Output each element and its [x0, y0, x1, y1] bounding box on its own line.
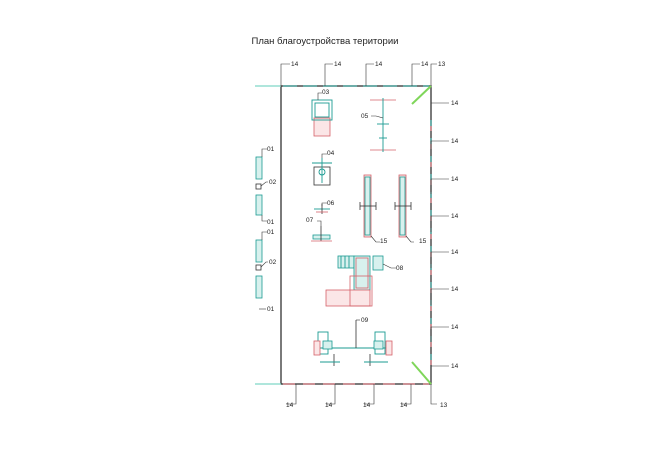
bench-1	[255, 156, 263, 180]
callout-right-7: 14	[451, 324, 459, 331]
callout-right-5: 14	[451, 249, 459, 256]
callout-right-4: 14	[451, 213, 459, 220]
equipment-07: 07	[306, 217, 332, 242]
equipment-09: 09	[313, 317, 393, 366]
callout-03: 03	[322, 89, 330, 96]
callout-01-a: 01	[267, 146, 275, 153]
top-callouts: 14 14 14 14 13	[280, 61, 446, 86]
callout-09: 09	[361, 317, 369, 324]
callout-top-corner: 13	[438, 61, 446, 68]
callout-04: 04	[327, 150, 335, 157]
callout-bottom-4: 14	[400, 402, 408, 409]
callout-bottom-2: 14	[325, 402, 333, 409]
callout-01-b: 01	[267, 219, 275, 226]
callout-top-3: 14	[375, 61, 383, 68]
bin-2	[255, 264, 262, 271]
callout-right-6: 14	[451, 286, 459, 293]
callout-15-a: 15	[380, 238, 388, 245]
bin-1	[255, 183, 262, 190]
callout-01-d: 01	[267, 306, 275, 313]
equipment-03: 03	[311, 89, 333, 137]
swing-15-right: 15	[394, 174, 427, 245]
callout-bottom-corner: 13	[440, 402, 448, 409]
equipment-06: 06	[314, 200, 335, 214]
callout-07: 07	[306, 217, 314, 224]
callout-top-2: 14	[334, 61, 342, 68]
callout-top-1: 14	[291, 61, 299, 68]
callout-bottom-3: 14	[363, 402, 371, 409]
callout-right-8: 14	[451, 363, 459, 370]
play-complex-08: 08	[325, 255, 404, 307]
callout-01-c: 01	[267, 229, 275, 236]
callout-02-a: 02	[269, 179, 277, 186]
equipment-05: 05	[361, 98, 396, 152]
bench-2	[255, 194, 263, 216]
callout-15-b: 15	[419, 238, 427, 245]
callout-right-3: 14	[451, 176, 459, 183]
callout-05: 05	[361, 113, 369, 120]
callout-02-b: 02	[269, 259, 277, 266]
right-callouts: 14 14 14 14 14 14 14 14	[430, 100, 459, 381]
bench-3	[255, 239, 263, 263]
callout-right-1: 14	[451, 100, 459, 107]
swing-15-left: 15	[359, 174, 388, 245]
bottom-callouts: 14 14 14 14 13	[286, 384, 448, 409]
site-boundary	[255, 85, 432, 385]
callout-right-2: 14	[451, 138, 459, 145]
left-street-furniture: 01 02 01 01 02 01	[255, 146, 277, 313]
bench-4	[255, 275, 263, 299]
callout-08: 08	[396, 265, 404, 272]
page-title: План благоустройства територии	[251, 36, 399, 47]
callout-bottom-1: 14	[286, 402, 294, 409]
greenery-corner-bottom	[411, 361, 432, 385]
callout-top-4: 14	[421, 61, 429, 68]
callout-06: 06	[327, 200, 335, 207]
equipment-04: 04	[312, 150, 335, 186]
greenery-corner-top	[411, 85, 432, 105]
